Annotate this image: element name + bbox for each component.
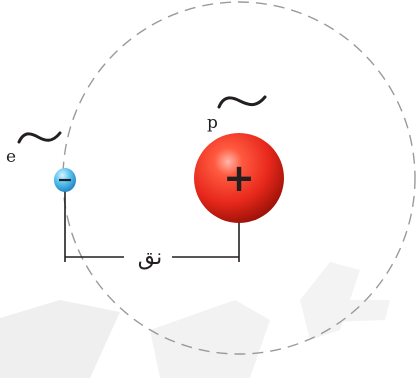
electron-tilde-icon bbox=[17, 131, 62, 144]
radius-label: نق bbox=[138, 245, 162, 270]
electron-letter: e bbox=[6, 147, 16, 167]
proton bbox=[194, 133, 284, 223]
proton-charge-sign: + bbox=[223, 156, 255, 200]
proton-letter: p bbox=[207, 113, 218, 133]
radius-line bbox=[64, 191, 240, 262]
watermark bbox=[0, 262, 390, 378]
electron bbox=[54, 168, 76, 192]
electron-orbit bbox=[62, 1, 416, 355]
electron-charge-sign: − bbox=[57, 169, 73, 191]
proton-tilde-icon bbox=[217, 95, 267, 109]
